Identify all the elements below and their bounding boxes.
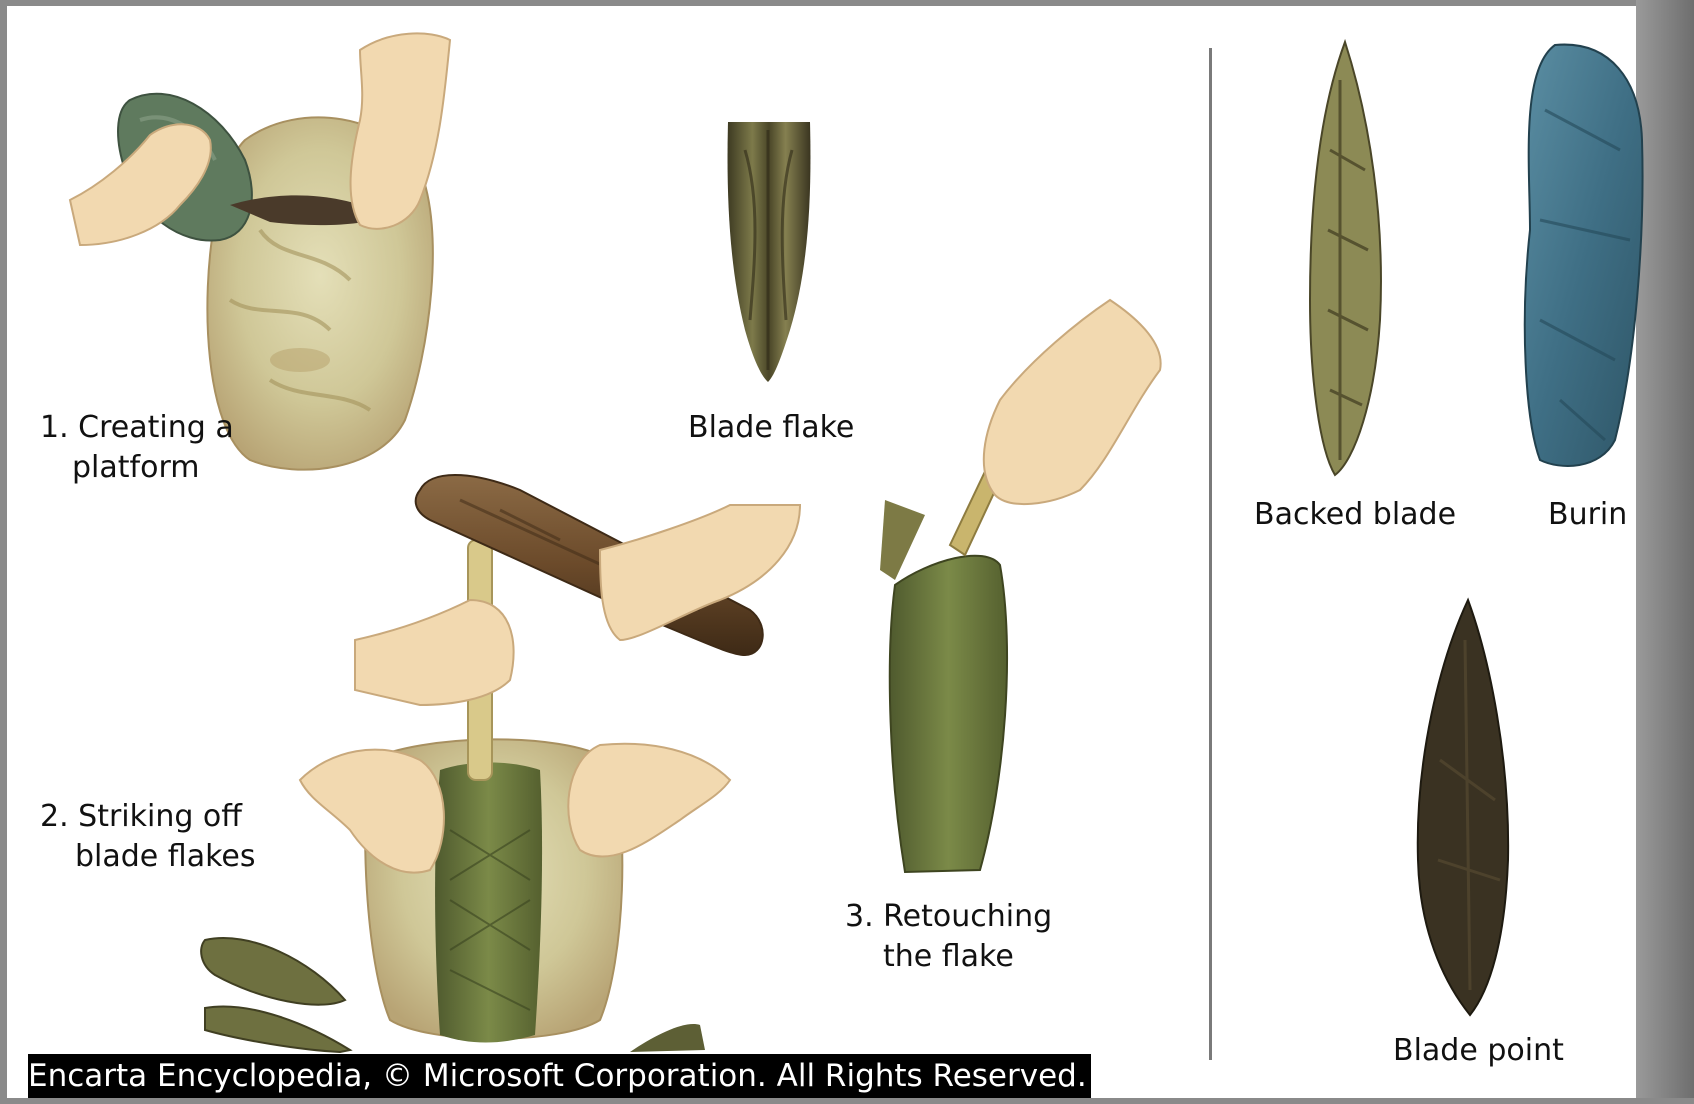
section-divider [1209, 48, 1212, 1060]
step1-label-line2: platform [72, 448, 199, 488]
step3-hand [984, 300, 1161, 504]
step2-right-hand-on-core [568, 744, 730, 857]
blade-flake-illustration [728, 122, 811, 382]
step1-right-hand [351, 33, 450, 228]
blade-point-artifact [1418, 600, 1508, 1015]
step3-flake [880, 500, 1007, 872]
step1-label-line1: 1. Creating a [40, 408, 234, 448]
burin-artifact [1525, 45, 1643, 466]
burin-label: Burin [1548, 495, 1627, 535]
step2-hand-on-punch [355, 600, 514, 705]
blade-point-label: Blade point [1393, 1031, 1564, 1071]
copyright-notice: Encarta Encyclopedia, © Microsoft Corpor… [28, 1054, 1091, 1098]
step2-left-hand-on-core [300, 750, 444, 873]
step2-label-line2: blade flakes [75, 837, 255, 877]
blade-flake-label: Blade flake [688, 408, 854, 448]
step2-label-line1: 2. Striking off [40, 797, 242, 837]
backed-blade-artifact [1310, 42, 1381, 475]
step3-label-line2: the flake [883, 937, 1014, 977]
step3-label-line1: 3. Retouching [845, 897, 1052, 937]
backed-blade-label: Backed blade [1254, 495, 1456, 535]
